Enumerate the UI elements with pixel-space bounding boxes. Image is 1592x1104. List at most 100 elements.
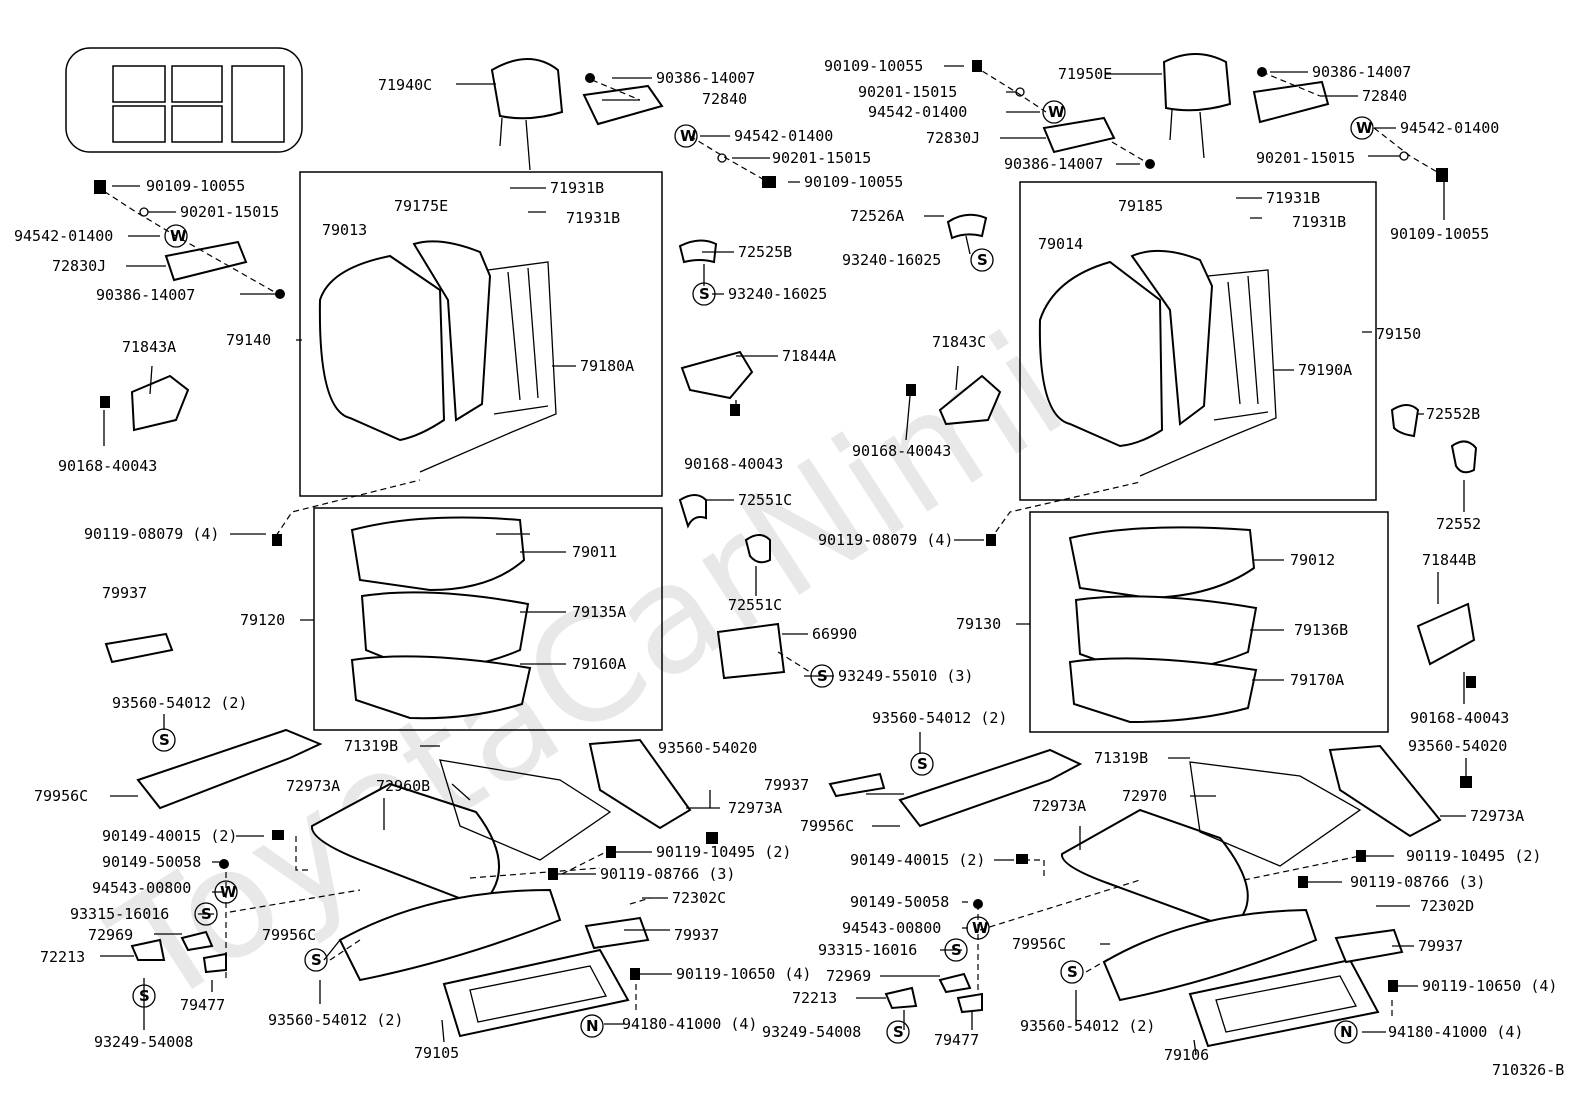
- washer-symbol: [214, 880, 238, 904]
- label-94542-01400: 94542-01400: [868, 103, 967, 121]
- seatback-pad-79185: [1130, 249, 1214, 426]
- label-72302D: 72302D: [1420, 897, 1474, 915]
- label-79175E: 79175E: [394, 197, 448, 215]
- cover-72552: [1450, 440, 1478, 474]
- washer-symbol: [674, 124, 698, 148]
- label-94542-01400: 94542-01400: [734, 127, 833, 145]
- label-71844B: 71844B: [1422, 551, 1476, 569]
- screw-symbol-label: S: [893, 1023, 904, 1041]
- cover-79956C-d: [1102, 908, 1318, 1002]
- label-72973A: 72973A: [1470, 807, 1524, 825]
- label-93560-54012: 93560-54012 (2): [872, 709, 1007, 727]
- washer-symbol: [164, 224, 188, 248]
- screw-symbol: [194, 902, 218, 926]
- seatback-pad-79175E: [412, 240, 492, 422]
- label-90119-08079: 90119-08079 (4): [84, 525, 219, 543]
- label-79136B: 79136B: [1294, 621, 1348, 639]
- screw-symbol: [970, 248, 994, 272]
- washer-symbol: [1042, 100, 1066, 124]
- bracket-79477-b: [956, 992, 983, 1014]
- cover-71844A: [680, 350, 754, 400]
- label-93560-54012: 93560-54012 (2): [1020, 1017, 1155, 1035]
- screw-symbol-label: S: [311, 951, 322, 969]
- label-79956C: 79956C: [1012, 935, 1066, 953]
- screw-symbol-label: S: [917, 755, 928, 773]
- label-94542-01400: 94542-01400: [14, 227, 113, 245]
- label-79477: 79477: [180, 996, 225, 1014]
- label-72973A: 72973A: [728, 799, 782, 817]
- label-93315-16016: 93315-16016: [70, 905, 169, 923]
- label-79150: 79150: [1376, 325, 1421, 343]
- screw-symbol: [692, 282, 716, 306]
- cup-holder-66990: [716, 622, 786, 680]
- screw-symbol: [944, 938, 968, 962]
- label-79937: 79937: [764, 776, 809, 794]
- label-72960B: 72960B: [376, 777, 430, 795]
- screw-symbol: [886, 1020, 910, 1044]
- screw-symbol: [810, 664, 834, 688]
- label-79012: 79012: [1290, 551, 1335, 569]
- label-90149-50058: 90149-50058: [850, 893, 949, 911]
- hinge-cover-71843C: [938, 374, 1002, 426]
- label-71319B: 71319B: [344, 737, 398, 755]
- label-79160A: 79160A: [572, 655, 626, 673]
- label-72830J: 72830J: [52, 257, 106, 275]
- label-72551C: 72551C: [728, 596, 782, 614]
- label-79937-b: [584, 916, 650, 950]
- label-79937: 79937: [102, 584, 147, 602]
- label-90119-08766: 90119-08766 (3): [600, 865, 735, 883]
- fastener-glyphs: [94, 60, 1476, 992]
- cover-79956C-c: [898, 748, 1083, 828]
- label-72552: 72552: [1436, 515, 1481, 533]
- headrest-right: [1162, 53, 1232, 112]
- label-90386-14007: 90386-14007: [1312, 63, 1411, 81]
- label-90119-10495: 90119-10495 (2): [656, 843, 791, 861]
- armrest-cover-right-2: [1252, 80, 1330, 124]
- cushion-79012: [1068, 526, 1256, 600]
- label-90109-10055: 90109-10055: [1390, 225, 1489, 243]
- cover-71844B: [1416, 602, 1476, 666]
- label-90201-15015: 90201-15015: [180, 203, 279, 221]
- label-94543-00800: 94543-00800: [92, 879, 191, 897]
- armrest-cover-left: [582, 84, 664, 126]
- label-79956C: 79956C: [262, 926, 316, 944]
- label-90168-40043: 90168-40043: [852, 442, 951, 460]
- label-90168-40043: 90168-40043: [58, 457, 157, 475]
- label-79937-a: [104, 632, 174, 664]
- label-90386-14007: 90386-14007: [1004, 155, 1103, 173]
- label-71931B: 71931B: [1266, 189, 1320, 207]
- seatback-pad-79013: [318, 254, 446, 442]
- label-79014: 79014: [1038, 235, 1083, 253]
- clip-72969-b: [938, 972, 972, 994]
- label-79190A: 79190A: [1298, 361, 1352, 379]
- washer-symbol: [1350, 116, 1374, 140]
- label-90201-15015: 90201-15015: [1256, 149, 1355, 167]
- label-90119-10650: 90119-10650 (4): [676, 965, 811, 983]
- cushion-group-box-right: [1029, 511, 1389, 733]
- label-90168-40043: 90168-40043: [1410, 709, 1509, 727]
- label-72213: 72213: [40, 948, 85, 966]
- seat-track-79106: [1188, 958, 1380, 1048]
- label-90119-08766: 90119-08766 (3): [1350, 873, 1485, 891]
- bracket-79477-a: [202, 952, 227, 974]
- washer-symbol: [966, 916, 990, 940]
- clip-72213-a: [130, 938, 166, 961]
- nut-symbol: [1334, 1020, 1358, 1044]
- label-93240-16025: 93240-16025: [728, 285, 827, 303]
- label-90149-50058: 90149-50058: [102, 853, 201, 871]
- recliner-71319B: [439, 759, 612, 861]
- label-72970: 72970: [1122, 787, 1167, 805]
- washer-symbol-label: W: [1356, 119, 1373, 137]
- label-90149-40015: 90149-40015 (2): [102, 827, 237, 845]
- label-71843C: 71843C: [932, 333, 986, 351]
- screw-symbol-label: S: [159, 731, 170, 749]
- label-72973A: 72973A: [286, 777, 340, 795]
- cover-72552B: [1390, 404, 1420, 438]
- label-93315-16016: 93315-16016: [818, 941, 917, 959]
- label-93560-54012: 93560-54012 (2): [112, 694, 247, 712]
- clip-72969-a: [180, 930, 214, 952]
- seatback-group-box-right: [1019, 181, 1377, 501]
- label-79937-d: [1334, 928, 1404, 964]
- screw-symbol-label: S: [699, 285, 710, 303]
- screw-symbol: [132, 984, 156, 1008]
